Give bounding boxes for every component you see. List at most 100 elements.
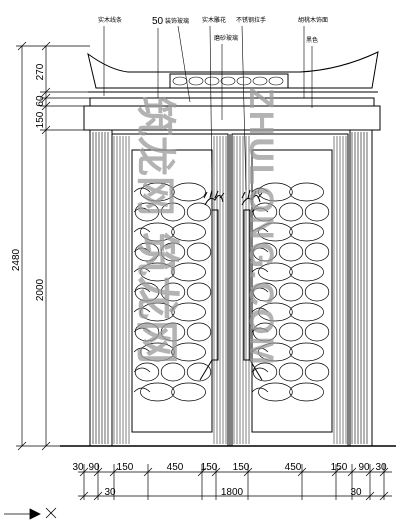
carved-oval	[140, 342, 175, 362]
carved-leaf	[133, 247, 151, 253]
carved-leaf	[251, 247, 269, 253]
canopy-oval	[236, 76, 252, 86]
carved-oval	[289, 222, 324, 242]
dim-bottom-segment: 450	[285, 462, 302, 473]
dim-tick-slash	[379, 467, 389, 477]
dim-270: 270	[35, 63, 46, 80]
carved-oval	[258, 182, 293, 202]
carved-leaf	[251, 347, 269, 353]
carved-oval	[252, 282, 278, 302]
carved-leaf	[133, 227, 151, 233]
dim-bottom-left-30: 30	[104, 487, 116, 498]
carved-oval	[278, 202, 304, 222]
carved-oval	[186, 322, 212, 342]
dim-bottom-segment: 90	[358, 462, 370, 473]
carved-oval	[186, 282, 212, 302]
carved-leaf	[251, 267, 269, 273]
carved-oval	[289, 382, 324, 402]
carved-oval	[278, 322, 304, 342]
dim-tick-slash	[109, 467, 119, 477]
dim-bottom-total: 1800	[221, 487, 244, 498]
carved-oval	[160, 202, 186, 222]
carved-leaf	[251, 227, 269, 233]
carved-oval	[289, 182, 324, 202]
callout-6: 胡桃木饰面	[298, 16, 328, 24]
door-handles	[199, 134, 263, 446]
canopy-oval	[268, 76, 284, 86]
carved-oval	[140, 262, 175, 282]
dim-bottom-segment: 150	[331, 462, 348, 473]
carved-oval	[258, 382, 293, 402]
carved-oval	[134, 282, 160, 302]
carved-oval	[140, 382, 175, 402]
dim-tick-slash	[93, 491, 103, 501]
carved-oval	[186, 202, 212, 222]
carved-oval	[258, 262, 293, 282]
canopy-oval	[252, 76, 268, 86]
dim-tick-slash	[365, 491, 375, 501]
dim-tick-slash	[211, 467, 221, 477]
dim-bottom-segment: 150	[201, 462, 218, 473]
carved-oval	[304, 322, 330, 342]
dim-tick-slash	[93, 467, 103, 477]
carved-oval	[134, 362, 160, 382]
leaf-stile-stripes	[113, 136, 347, 444]
carved-oval	[160, 242, 186, 262]
carved-leaf	[133, 287, 151, 293]
carved-oval	[171, 342, 206, 362]
callout-5: 磨砂玻璃	[214, 34, 238, 42]
carved-oval	[289, 342, 324, 362]
carved-oval	[252, 202, 278, 222]
carved-leaf	[251, 387, 269, 393]
callout-3: 实木雕花	[202, 16, 226, 24]
dim-tick-slash	[365, 467, 375, 477]
carved-oval	[171, 222, 206, 242]
carved-oval	[304, 362, 330, 382]
carved-leaf	[133, 207, 151, 213]
carved-oval	[289, 262, 324, 282]
carved-leaf	[133, 327, 151, 333]
carved-oval	[171, 302, 206, 322]
carved-oval	[160, 282, 186, 302]
carved-leaf	[133, 187, 151, 193]
carved-oval	[258, 342, 293, 362]
carved-leaf	[251, 367, 269, 373]
callout-2: 50	[152, 16, 164, 27]
carved-oval	[252, 242, 278, 262]
dim-bottom-segment: 150	[233, 462, 250, 473]
carved-leaf	[251, 287, 269, 293]
dim-bottom-segment: 30	[375, 462, 387, 473]
carved-oval	[304, 282, 330, 302]
carved-oval	[252, 322, 278, 342]
carved-oval	[160, 362, 186, 382]
right-fluted-jamb	[351, 132, 368, 444]
carved-leaf	[251, 307, 269, 313]
carved-oval	[278, 362, 304, 382]
left-fluted-jamb	[92, 132, 109, 444]
carved-oval	[171, 262, 206, 282]
dim-bottom-segment: 150	[117, 462, 134, 473]
carved-leaf	[133, 267, 151, 273]
dim-tick-slash	[379, 491, 389, 501]
carved-leaf	[251, 207, 269, 213]
dim-total-height: 2480	[11, 248, 22, 271]
callout-4: 不锈钢拉手	[236, 16, 266, 24]
carved-oval	[258, 302, 293, 322]
watermark-chinese-bottom: 筑龙网	[132, 232, 181, 364]
carved-leaf	[133, 307, 151, 313]
dim-bottom-segment: 90	[88, 462, 100, 473]
carved-oval	[258, 222, 293, 242]
bottom-dimension-lines	[78, 471, 392, 497]
watermark-vertical: ZHULONG.COM	[242, 88, 280, 367]
callout-2b: 装饰玻璃	[165, 17, 189, 25]
dim-bottom-segment: 450	[167, 462, 184, 473]
carved-oval	[140, 182, 175, 202]
carved-oval	[140, 222, 175, 242]
carved-leaf	[251, 187, 269, 193]
carved-oval	[252, 362, 278, 382]
left-dimension-lines	[16, 41, 90, 451]
callout-7: 黑色	[306, 36, 318, 44]
carved-oval	[171, 182, 206, 202]
